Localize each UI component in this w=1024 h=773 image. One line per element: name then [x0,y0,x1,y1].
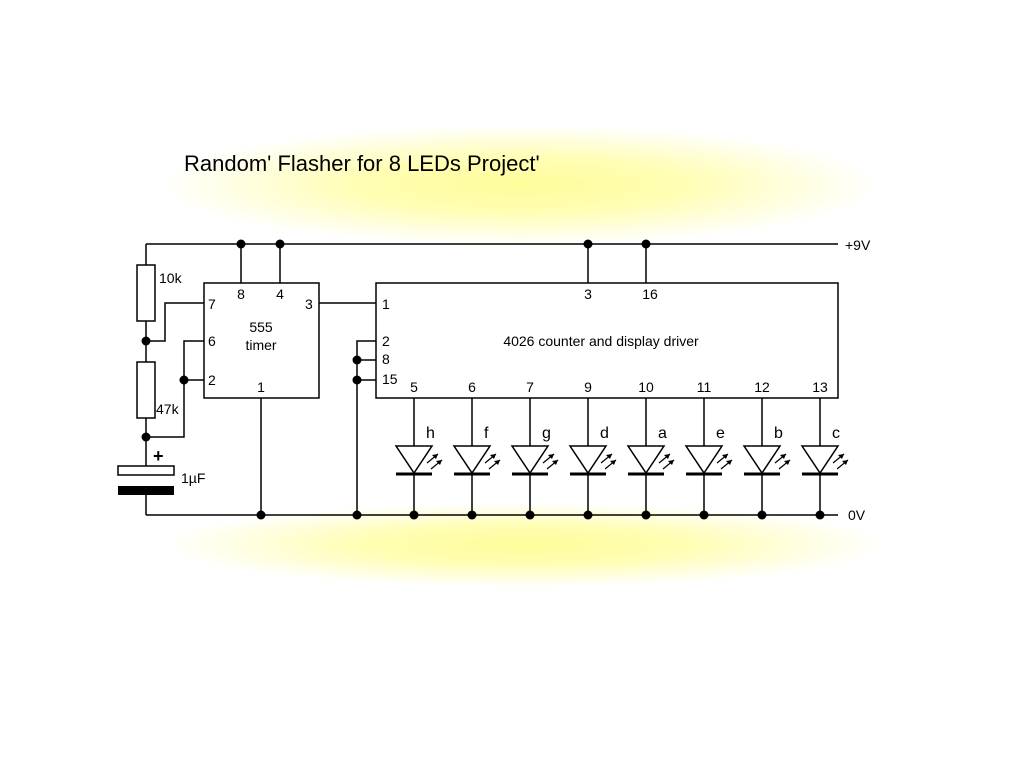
led-diode-symbol [800,445,840,475]
junction-dot [141,432,151,442]
resistor-10k [136,264,156,322]
junction-dot [583,239,593,249]
led-segment-label: a [658,425,667,442]
counter-pin-15: 15 [382,371,398,387]
led-diode-symbol [626,445,666,475]
counter-pin-1: 1 [382,296,390,312]
junction-dot [641,239,651,249]
background-glow-bottom [165,503,885,587]
led-segment-label: f [484,425,489,442]
led-diode-symbol [394,445,434,475]
timer-pin-7: 7 [208,296,216,312]
counter-name: 4026 counter and display driver [503,333,699,349]
junction-dot [409,510,419,520]
led-segment-label: h [426,425,435,442]
timer-pin-1: 1 [257,379,265,395]
junction-dot [583,510,593,520]
timer-pin-3: 3 [305,296,313,312]
light-arrowhead [606,454,612,459]
light-arrowhead [432,454,438,459]
led-diode-symbol [510,445,550,475]
light-arrowhead [552,460,558,465]
junction-dot [525,510,535,520]
capacitor-bottom-plate [118,486,174,495]
light-arrowhead [838,454,844,459]
counter-output-pin-label: 12 [754,379,770,395]
resistor-10k-label: 10k [159,270,183,286]
led-segment-label: c [832,425,840,442]
led-outputs: 5 h 6 f 7 g 9 d 10 a 11 e 12 b 13 c [394,379,849,520]
junction-dot [641,510,651,520]
timer-pin-4: 4 [276,286,284,302]
counter-output-pin-label: 11 [697,379,712,395]
led-segment-label: e [716,425,725,442]
counter-pin-3: 3 [584,286,592,302]
counter-output-pin-label: 7 [526,379,534,395]
led-diode-symbol [568,445,608,475]
capacitor-label: 1µF [181,470,205,486]
led-diode-symbol [452,445,492,475]
junction-dot [236,239,246,249]
resistor-47k-label: 47k [156,401,180,417]
junction-dot [352,375,362,385]
light-arrowhead [726,460,732,465]
light-arrowhead [610,460,616,465]
led-segment-label: b [774,425,783,442]
timer-pin-2: 2 [208,372,216,388]
light-arrowhead [548,454,554,459]
counter-pin-8: 8 [382,351,390,367]
led-diode-symbol [684,445,724,475]
diagram-title: Random' Flasher for 8 LEDs Project' [184,151,540,176]
light-arrowhead [436,460,442,465]
junction-dot [141,336,151,346]
light-arrowhead [842,460,848,465]
timer-pin-6: 6 [208,333,216,349]
pin7-wire [146,302,204,342]
counter-output-pin-label: 10 [638,379,654,395]
junction-dot [699,510,709,520]
light-arrowhead [490,454,496,459]
background-glow-top [160,125,880,245]
counter-pin-2: 2 [382,333,390,349]
timer-subname: timer [245,337,276,353]
junction-dot [179,375,189,385]
resistor-47k [136,361,156,419]
light-arrowhead [722,454,728,459]
counter-output-pin-label: 6 [468,379,476,395]
counter-reset-bus [356,340,376,515]
timer-name: 555 [249,319,273,335]
capacitor-top-plate [117,465,175,476]
timer-pin-8: 8 [237,286,245,302]
counter-pin-16: 16 [642,286,658,302]
light-arrowhead [784,460,790,465]
junction-dot [352,355,362,365]
junction-dot [352,510,362,520]
junction-dot [757,510,767,520]
counter-output-pin-label: 13 [812,379,828,395]
light-arrowhead [494,460,500,465]
junction-dot [275,239,285,249]
junction-dot [815,510,825,520]
junction-dot [256,510,266,520]
led-diode-symbol [742,445,782,475]
ground-rail-label: 0V [848,507,866,523]
led-segment-label: d [600,425,609,442]
led-segment-label: g [542,425,551,442]
light-arrowhead [780,454,786,459]
positive-rail-label: +9V [845,237,871,253]
counter-output-pin-label: 9 [584,379,592,395]
light-arrowhead [664,454,670,459]
pin6-wire [146,340,204,438]
capacitor-plus-sign: + [153,446,164,466]
light-arrowhead [668,460,674,465]
junction-dot [467,510,477,520]
counter-output-pin-label: 5 [410,379,418,395]
